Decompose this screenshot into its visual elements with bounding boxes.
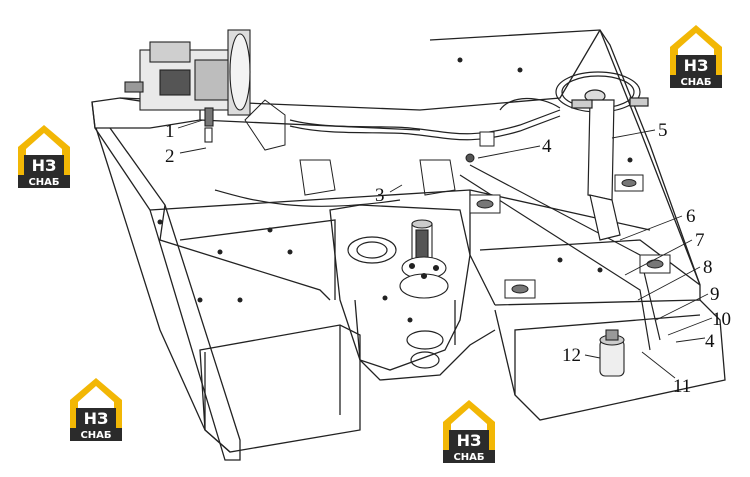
callout-6: 6 [686, 206, 696, 227]
logo-mark: НЗ [684, 56, 709, 75]
logo-mark: НЗ [32, 156, 57, 175]
logo-word: СНАБ [453, 452, 484, 463]
pipe-filter [465, 131, 495, 163]
mounting-holes [157, 57, 633, 323]
cab-mounts [469, 174, 671, 299]
logo-word: СНАБ [28, 177, 59, 188]
watermark-logo-left: НЗ СНАБ [18, 125, 70, 188]
watermark-logo-bottom-center: НЗ СНАБ [443, 400, 495, 463]
center-swivel-joint [399, 219, 449, 299]
callout-3: 3 [375, 185, 385, 206]
swing-bearing-ring [347, 236, 444, 369]
steering-assembly [555, 71, 649, 241]
callout-12: 12 [562, 345, 581, 366]
steering-valve [599, 329, 625, 377]
callout-9: 9 [710, 284, 720, 305]
callout-10: 10 [712, 309, 731, 330]
callout-4b: 4 [705, 331, 715, 352]
callout-8: 8 [703, 257, 713, 278]
callout-7: 7 [695, 230, 705, 251]
watermark-logo-top-right: НЗ СНАБ [670, 25, 722, 88]
watermark-logo-bottom-left: НЗ СНАБ [70, 378, 122, 441]
logo-mark: НЗ [457, 431, 482, 450]
callout-1: 1 [165, 121, 175, 142]
left-bracket [244, 99, 456, 196]
logo-mark: НЗ [84, 409, 109, 428]
callout-labels: 1 2 3 4 5 6 7 8 9 10 4 11 12 [165, 120, 731, 397]
callout-11: 11 [673, 376, 691, 397]
callout-2: 2 [165, 146, 175, 167]
logo-word: СНАБ [680, 77, 711, 88]
callout-5: 5 [658, 120, 668, 141]
callout-4a: 4 [542, 136, 552, 157]
hydraulic-pump [124, 29, 251, 143]
leader-lines [177, 119, 713, 379]
logo-word: СНАБ [80, 430, 111, 441]
